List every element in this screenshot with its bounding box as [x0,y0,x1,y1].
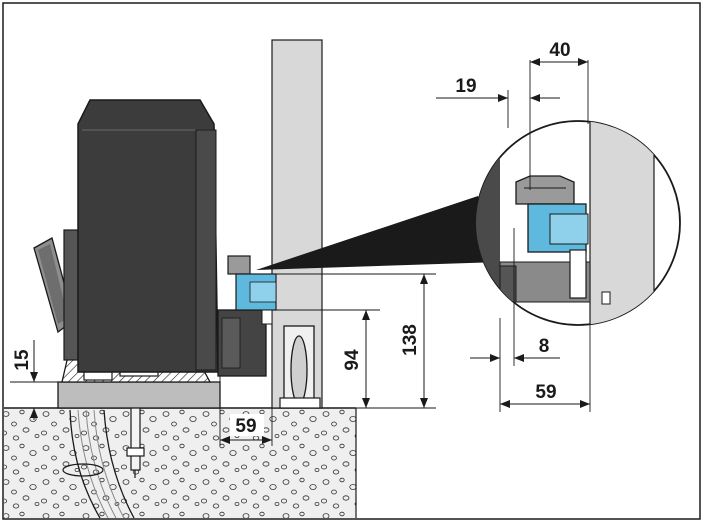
dim-ground-clearance: 15 [10,340,58,420]
zoom-cone [256,196,500,270]
dim-rack-height-low: 94 [276,309,380,408]
dim-label-59-main: 59 [235,416,256,437]
rack-assembly [227,255,277,325]
dim-label-138: 138 [400,324,421,356]
dim-detail-top: 40 [529,40,589,190]
dim-detail-gap: 8 [470,228,560,412]
dim-label-19: 19 [455,76,476,97]
dim-detail-bottom: 59 [500,322,591,412]
dim-label-15: 15 [12,349,33,371]
dim-label-8: 8 [539,336,550,357]
dim-rack-height-high: 138 [256,273,436,409]
dim-label-94: 94 [342,349,363,371]
cable-conduit [62,409,135,519]
dim-rack-offset: 59 [219,376,273,446]
ground-concrete [4,408,356,518]
motor-unit [63,99,267,377]
dim-label-59-detail: 59 [535,382,556,403]
dim-detail-gear: 19 [436,76,560,128]
guide-wheel [279,325,321,409]
dim-label-40: 40 [549,40,570,61]
detail-zoom-circle [475,120,681,326]
